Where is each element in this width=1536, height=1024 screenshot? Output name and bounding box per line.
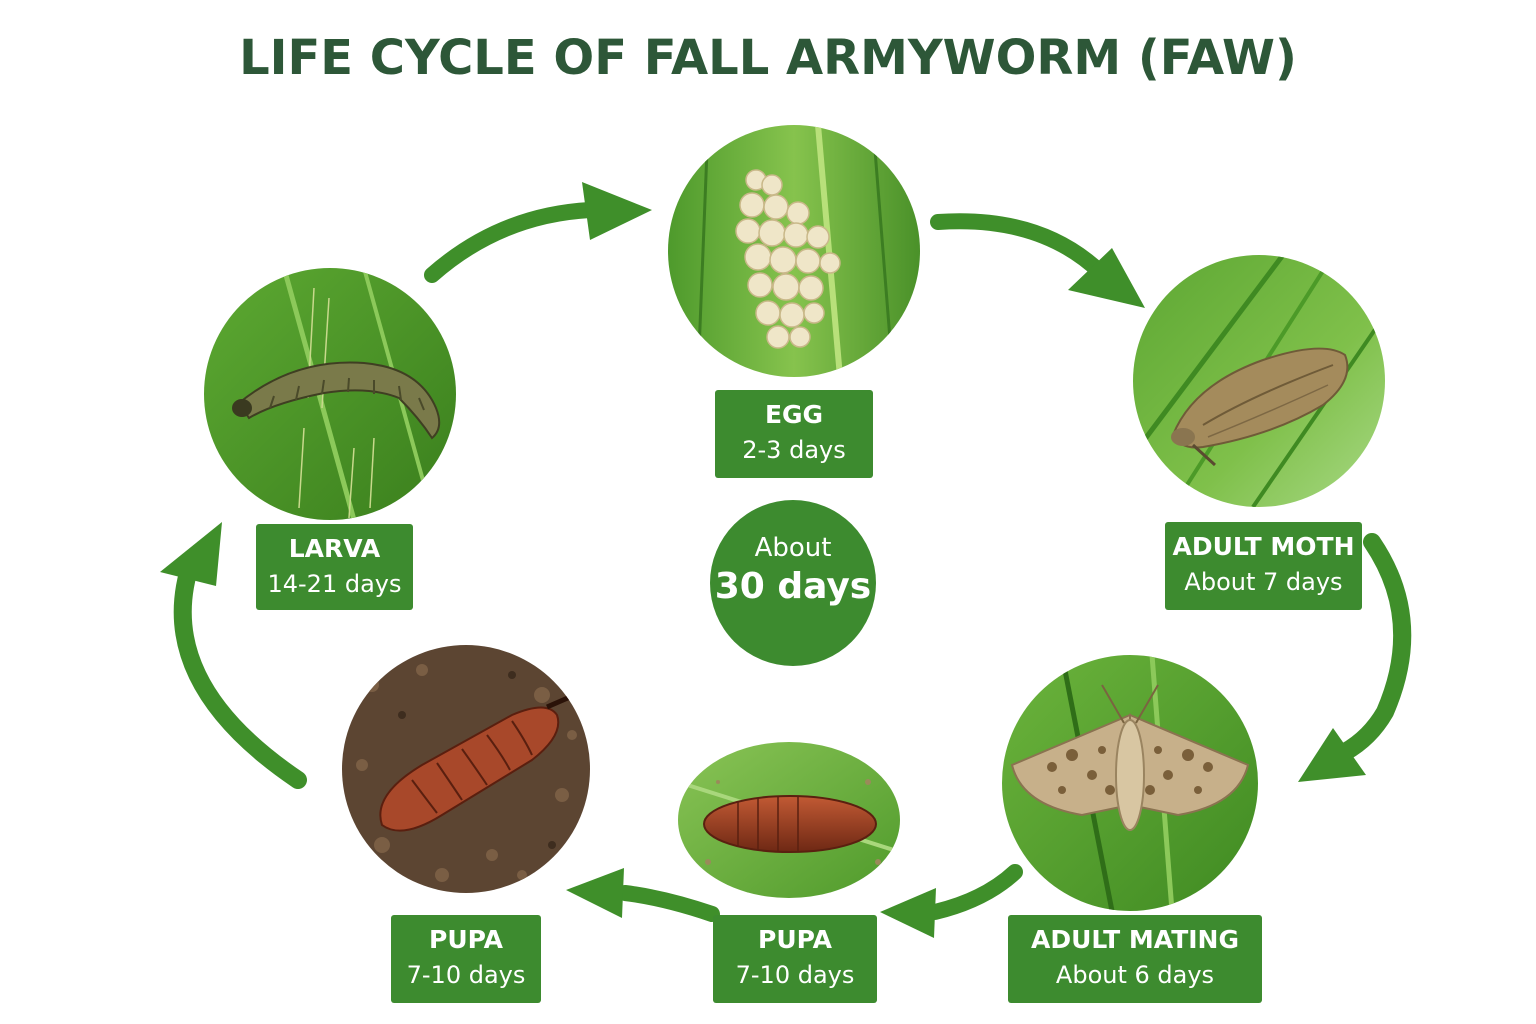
arrow-larva-to-egg [424, 182, 652, 283]
adult-mating-stage-days: About 6 days [1055, 961, 1215, 989]
total-duration-value: 30 days [714, 566, 872, 607]
total-duration-prefix: About [754, 533, 832, 563]
arrow-pupa-to-pupa [566, 868, 720, 922]
egg-label: EGG 2-3 days [715, 390, 873, 478]
egg-cluster-icon [668, 125, 920, 377]
adult-moth-label: ADULT MOTH About 7 days [1165, 522, 1362, 610]
pupa-left-label: PUPA 7-10 days [391, 915, 541, 1003]
arrow-mating-to-pupa [880, 864, 1023, 938]
adult-mating-stage-name: ADULT MATING [1030, 925, 1240, 954]
larva-photo [204, 268, 456, 520]
pupa-right-stage-days: 7-10 days [735, 961, 855, 989]
adult-mating-label: ADULT MATING About 6 days [1008, 915, 1262, 1003]
adult-moth-stage-name: ADULT MOTH [1172, 532, 1355, 561]
pupa-in-soil-icon [342, 645, 590, 893]
adult-moth-stage-days: About 7 days [1184, 568, 1343, 596]
total-duration-badge: About 30 days [710, 500, 876, 666]
arrow-egg-to-moth [930, 213, 1145, 308]
larva-stage-name: LARVA [288, 534, 381, 563]
adult-mating-photo [1002, 655, 1258, 911]
caterpillar-icon [204, 268, 456, 520]
moth-icon [1133, 255, 1385, 507]
arrow-pupa-to-larva [160, 522, 307, 789]
moth-wings-spread-icon [1002, 655, 1258, 911]
egg-stage-days: 2-3 days [742, 436, 846, 464]
pupa-on-leaf-icon [678, 742, 900, 898]
pupa-left-photo [342, 645, 590, 893]
arrow-moth-to-mating [1298, 533, 1412, 782]
pupa-left-stage-name: PUPA [429, 925, 503, 954]
egg-photo [668, 125, 920, 377]
larva-stage-days: 14-21 days [267, 570, 402, 598]
pupa-left-stage-days: 7-10 days [406, 961, 526, 989]
egg-stage-name: EGG [764, 400, 824, 429]
adult-moth-photo [1133, 255, 1385, 507]
pupa-right-stage-name: PUPA [758, 925, 832, 954]
larva-label: LARVA 14-21 days [256, 524, 413, 610]
pupa-right-photo [678, 742, 900, 898]
page-title: LIFE CYCLE OF FALL ARMYWORM (FAW) [239, 30, 1297, 86]
pupa-right-label: PUPA 7-10 days [713, 915, 877, 1003]
